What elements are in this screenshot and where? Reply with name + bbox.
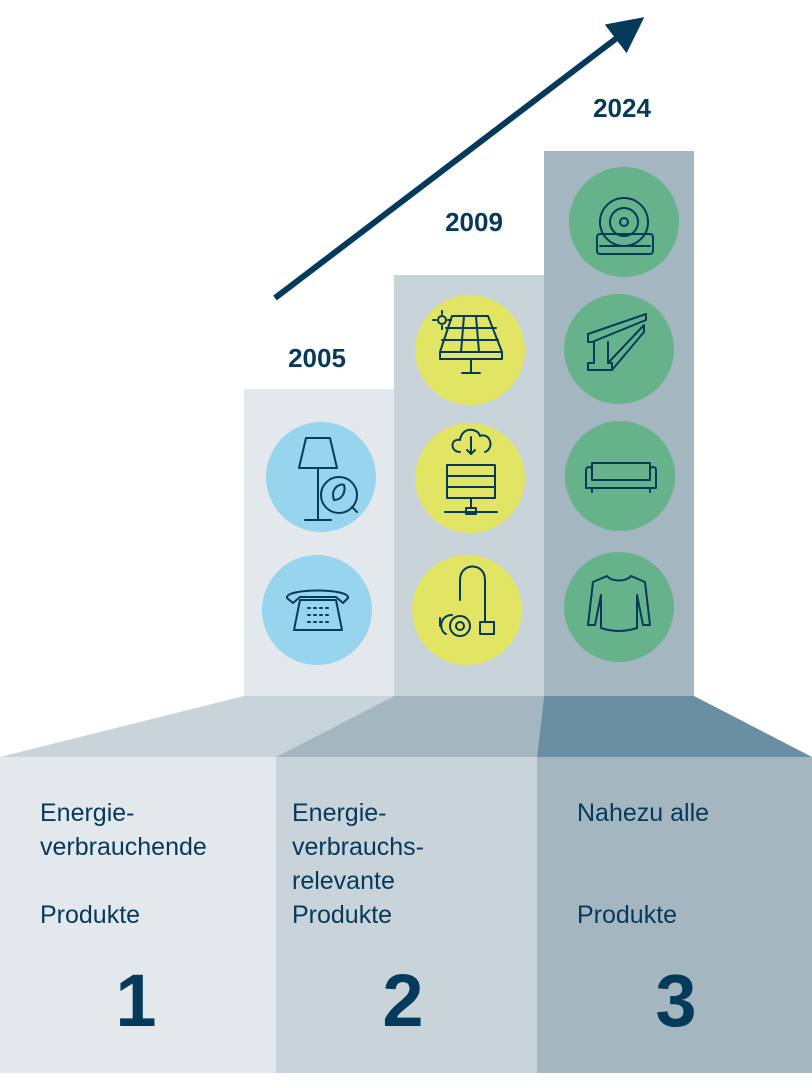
label-line: Energie- (40, 799, 135, 827)
telephone-icon (262, 555, 372, 665)
stage-1-label-last: Produkte (40, 901, 141, 929)
label-line: verbrauchende (40, 833, 207, 861)
stage-number-3: 3 (655, 959, 697, 1042)
vacuum-cleaner-icon (412, 555, 522, 665)
sofa-icon (565, 421, 675, 531)
base-front-1 (0, 757, 276, 1073)
base-top-3 (537, 696, 812, 757)
lamp-icon (266, 422, 376, 532)
label-line: Energie- (292, 799, 387, 827)
solar-panel-icon (415, 295, 525, 405)
stage-number-1: 1 (115, 959, 157, 1042)
cloud-server-icon (415, 423, 525, 533)
base-front-2 (276, 757, 537, 1073)
label-line: Produkte (292, 901, 393, 929)
base-front-3 (537, 757, 812, 1073)
year-2005: 2005 (288, 343, 346, 373)
label-spacer (577, 830, 709, 898)
label-line: verbrauchs- (292, 833, 424, 861)
base-top-1 (0, 696, 394, 757)
year-2024: 2024 (593, 93, 651, 123)
growth-arrow-icon (273, 17, 645, 301)
stage-3-label: Nahezu alle Produkte (577, 796, 709, 932)
steel-beam-icon (564, 294, 674, 404)
year-2009: 2009 (445, 207, 503, 237)
base-top-2 (276, 696, 544, 757)
label-line (40, 864, 207, 898)
stage-1-label: Energie- verbrauchende Produkte (40, 796, 207, 898)
stage-number-2: 2 (382, 959, 424, 1042)
stage-2-label: Energie- verbrauchs- relevante Produkte (292, 796, 424, 932)
sweater-icon (564, 552, 674, 662)
tire-icon (569, 167, 679, 277)
label-line: Produkte (577, 901, 678, 929)
label-line: relevante (292, 867, 395, 895)
label-line: Nahezu alle (577, 799, 710, 827)
